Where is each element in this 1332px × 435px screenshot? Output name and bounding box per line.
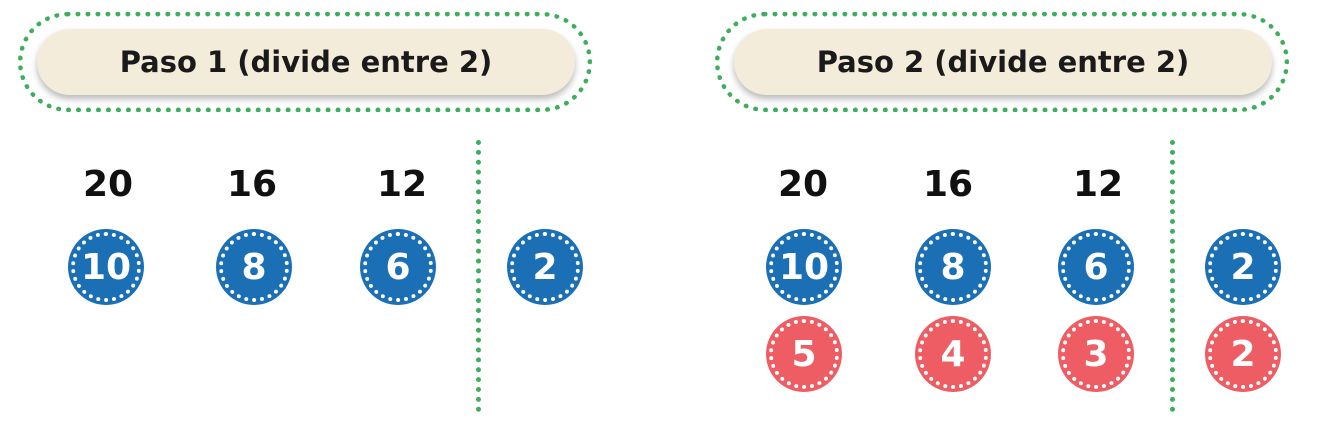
step-2-divisor-2: 2 <box>1208 319 1278 389</box>
step-2-number-1: 20 <box>777 164 829 205</box>
step-1-divisor: 2 <box>510 232 580 302</box>
step-2-second-quotient-1: 5 <box>769 319 839 389</box>
step-1-quotient-3: 6 <box>363 232 433 302</box>
step-2-divisor-1: 2 <box>1208 232 1278 302</box>
step-2-quotient-3: 6 <box>1061 232 1131 302</box>
step-2-quotient-1: 10 <box>769 232 839 302</box>
step-2-number-2: 16 <box>922 164 974 205</box>
step-1-divider <box>476 140 481 412</box>
step-2-panel: Paso 2 (divide entre 2) 20 16 12 10 8 6 … <box>697 0 1297 435</box>
step-2-divider <box>1170 140 1175 412</box>
step-1-quotient-2: 8 <box>219 232 289 302</box>
step-2-second-quotient-2: 4 <box>918 319 988 389</box>
step-1-number-1: 20 <box>82 164 134 205</box>
step-1-number-2: 16 <box>226 164 278 205</box>
step-1-header-frame: Paso 1 (divide entre 2) <box>18 12 592 112</box>
step-2-second-quotient-3: 3 <box>1061 319 1131 389</box>
step-1-title: Paso 1 (divide entre 2) <box>37 29 575 95</box>
step-2-title: Paso 2 (divide entre 2) <box>734 29 1272 95</box>
step-1-panel: Paso 1 (divide entre 2) 20 16 12 10 8 6 … <box>0 0 600 435</box>
step-2-quotient-2: 8 <box>918 232 988 302</box>
step-1-quotient-1: 10 <box>71 232 141 302</box>
step-2-number-3: 12 <box>1072 164 1124 205</box>
step-1-number-3: 12 <box>376 164 428 205</box>
step-2-header-frame: Paso 2 (divide entre 2) <box>715 12 1289 112</box>
